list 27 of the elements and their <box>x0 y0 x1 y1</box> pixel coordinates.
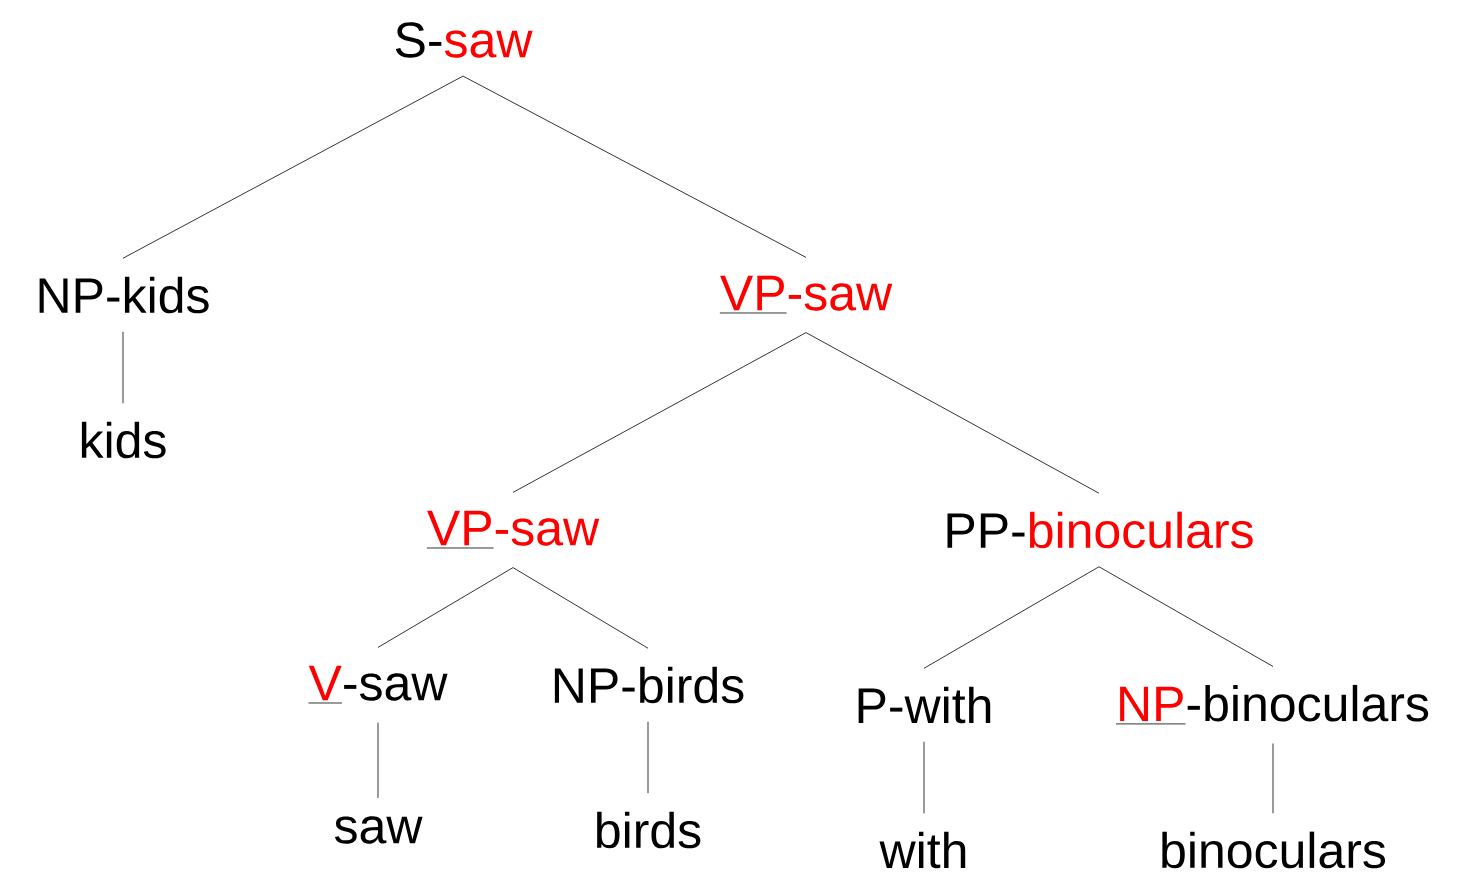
tree-label: PP-binoculars <box>947 511 1253 549</box>
tree-label: binoculars <box>1162 831 1386 869</box>
tree-branch <box>1272 743 1274 814</box>
tree-branch <box>923 566 1100 669</box>
tree-label: saw <box>334 816 423 844</box>
tree-label: V-saw <box>308 665 448 704</box>
tree-label: VP-saw <box>426 510 600 549</box>
tree-label: NP-birds <box>554 666 744 704</box>
tree-branch <box>377 567 514 648</box>
tree-label: NP-kids <box>39 276 209 314</box>
tree-branch <box>512 567 649 649</box>
tree-branch <box>805 332 1100 494</box>
tree-branch <box>923 741 925 814</box>
tree-branch <box>462 75 807 258</box>
tree-label: NP-binoculars <box>1115 684 1429 725</box>
tree-branch <box>1098 566 1274 667</box>
tree-label: S-saw <box>395 22 533 58</box>
tree-label: with <box>879 831 966 869</box>
tree-branch <box>647 721 649 794</box>
tree-branch <box>122 75 464 259</box>
tree-branch <box>122 331 124 404</box>
tree-label: P-with <box>858 686 991 724</box>
tree-label: birds <box>597 811 701 849</box>
tree-label: kids <box>81 421 166 459</box>
tree-label: VP-saw <box>719 275 893 314</box>
tree-branch <box>512 332 807 493</box>
tree-branch <box>377 722 379 799</box>
